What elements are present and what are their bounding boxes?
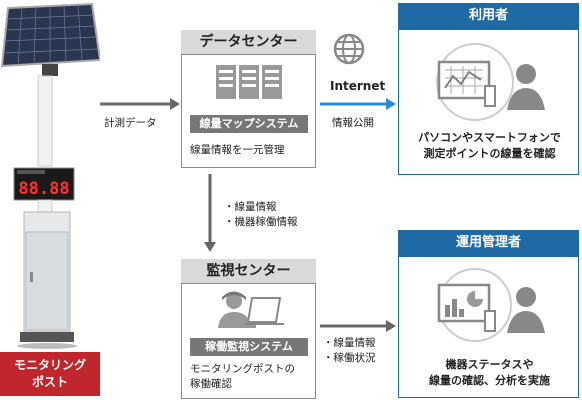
internet-label: Internet [330, 79, 386, 93]
monitoring-post-label: モニタリング ポスト [0, 352, 100, 396]
svg-text:88.88: 88.88 [18, 179, 69, 199]
to-operator-items: ・線量情報 ・稼働状況 [323, 336, 376, 366]
publish-label: 情報公開 [332, 117, 374, 129]
server-rack-icon [216, 65, 282, 99]
to-operator-item-status: ・稼働状況 [323, 352, 376, 364]
post-label-line2: ポスト [31, 375, 68, 389]
monitoring-center-panel: 稼働監視システム モニタリングポストの 稼働確認 [181, 283, 316, 399]
monitoring-center-title: 監視センター [181, 259, 316, 283]
data-center-caption: 線量情報を一元管理 [190, 144, 285, 156]
user-panel: パソコンやスマートフォンで 測定ポイントの線量を確認 [398, 29, 579, 175]
user-desc-line2: 測定ポイントの線量を確認 [423, 147, 556, 160]
data-center-panel: 線量マップシステム 線量情報を一元管理 [181, 54, 316, 168]
to-operator-arrow [320, 320, 396, 332]
monitoring-center-system-label: 稼働監視システム [190, 338, 308, 356]
pc-user-icon [436, 43, 545, 121]
to-monitor-item-equipment: ・機器稼働情報 [224, 216, 298, 228]
monitoring-caption-line1: モニタリングポストの [190, 363, 295, 375]
to-monitor-arrow [204, 174, 216, 252]
operator-panel-title: 運用管理者 [398, 230, 579, 256]
user-desc-line1: パソコンやスマートフォンで [418, 131, 561, 144]
measure-label: 計測データ [104, 117, 157, 129]
led-display: 88.88 [13, 167, 75, 201]
publish-arrow [320, 98, 396, 110]
measure-arrow [100, 98, 180, 110]
operator-laptop-icon [218, 291, 284, 328]
data-center-system-label: 線量マップシステム [190, 115, 308, 133]
to-operator-item-dose: ・線量情報 [323, 337, 376, 349]
monitoring-center-caption: モニタリングポストの 稼働確認 [190, 362, 314, 392]
post-label-line1: モニタリング [13, 358, 86, 372]
operator-desc-line2: 線量の確認、分析を実施 [429, 374, 550, 387]
operator-desc-line1: 機器ステータスや [445, 358, 534, 371]
analysis-user-icon [437, 268, 545, 342]
globe-icon [333, 33, 365, 65]
operator-panel-desc: 機器ステータスや 線量の確認、分析を実施 [399, 357, 580, 389]
to-monitor-items: ・線量情報 ・機器稼働情報 [224, 200, 298, 230]
operator-panel: 機器ステータスや 線量の確認、分析を実施 [398, 256, 579, 398]
to-monitor-item-dose: ・線量情報 [224, 201, 277, 213]
monitoring-caption-line2: 稼働確認 [190, 378, 232, 390]
monitoring-post-illustration: 88.88 [0, 0, 100, 350]
user-panel-title: 利用者 [398, 3, 579, 29]
data-center-title: データセンター [181, 30, 316, 54]
user-panel-desc: パソコンやスマートフォンで 測定ポイントの線量を確認 [399, 130, 580, 162]
solar-panel-icon [0, 2, 100, 76]
